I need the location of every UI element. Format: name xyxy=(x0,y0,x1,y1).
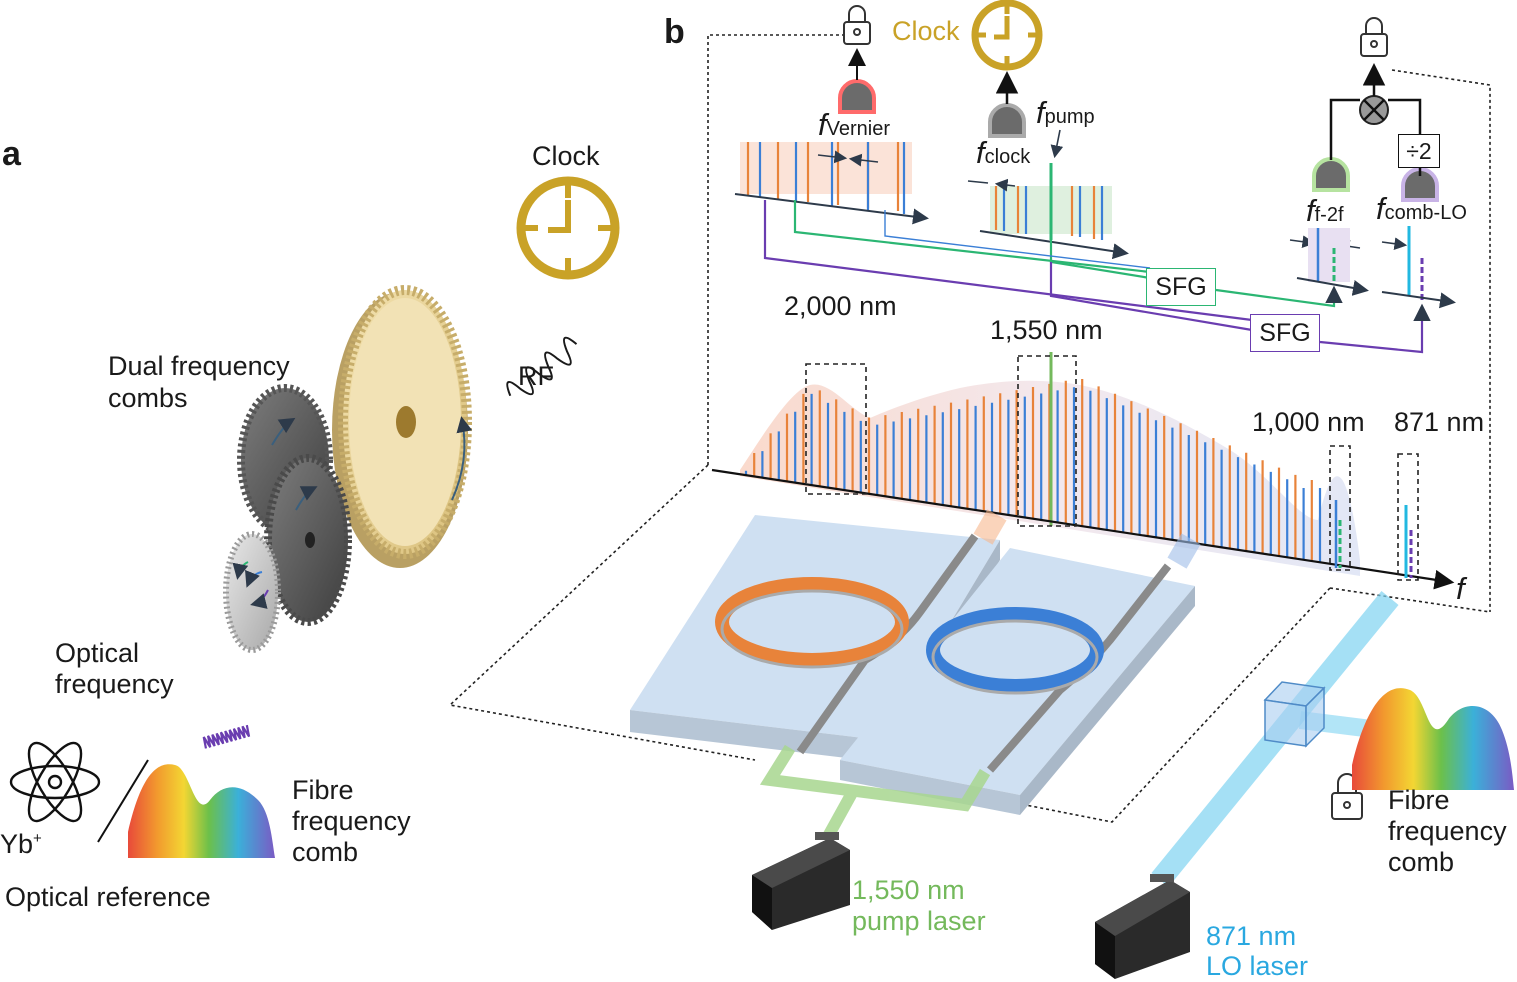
f-pump-label: fpump xyxy=(1036,95,1095,130)
spectrum-icon xyxy=(128,764,275,858)
fibre-comb-label-1: Fibre xyxy=(292,775,354,805)
dark-gear-icon xyxy=(264,454,352,626)
optical-wave xyxy=(202,724,251,749)
dual-combs-label-2: combs xyxy=(108,383,188,413)
lo-laser-label-1: 871 nm xyxy=(1206,921,1297,951)
laser-box-icon xyxy=(1095,874,1190,979)
comb-window-f2f xyxy=(1296,228,1369,296)
clock-icon xyxy=(971,0,1043,71)
spectrum-icon xyxy=(1352,688,1514,790)
atom-icon xyxy=(9,741,101,823)
chip-right xyxy=(840,533,1201,815)
photodetector-icon xyxy=(1312,157,1350,192)
clock-label: Clock xyxy=(532,141,600,171)
sfg-box-green: SFG xyxy=(1146,268,1216,306)
main-spectrum xyxy=(711,352,1455,590)
wavelength-1000-label: 1,000 nm xyxy=(1252,407,1365,437)
lo-laser-label-2: LO laser xyxy=(1206,951,1309,981)
rf-label: RF xyxy=(518,361,554,391)
pump-laser-label-2: pump laser xyxy=(852,906,986,936)
optical-reference-label: Optical reference xyxy=(5,882,211,912)
pump-laser-label-1: 1,550 nm xyxy=(852,875,965,905)
wavelength-2000-label: 2,000 nm xyxy=(784,291,897,321)
fibre-comb-b-label-1: Fibre xyxy=(1388,785,1450,815)
ion-label: Yb+ xyxy=(0,829,42,859)
photodetector-icon xyxy=(838,48,876,114)
optical-frequency-label-1: Optical xyxy=(55,638,140,668)
dual-combs-label-1: Dual frequency xyxy=(108,351,290,381)
padlock-icon xyxy=(1331,773,1363,820)
divide-by-two-box: ÷2 xyxy=(1398,134,1440,168)
photodetector-icon xyxy=(988,71,1026,138)
rf-wave xyxy=(506,336,578,397)
sfg-box-purple: SFG xyxy=(1250,314,1320,352)
panel-b-label: b xyxy=(664,13,685,51)
f-comblo-label: fcomb-LO xyxy=(1376,191,1467,226)
gold-gear-icon xyxy=(332,285,473,568)
f-f2f-label: ff-2f xyxy=(1306,193,1344,228)
f-vernier-label: fVernier xyxy=(818,107,890,142)
fibre-comb-label-2: frequency xyxy=(292,806,411,836)
photodetector-icon xyxy=(1401,167,1439,202)
comb-window-lo xyxy=(1381,226,1456,309)
padlock-icon xyxy=(843,5,871,45)
small-gear-icon xyxy=(223,531,281,653)
wavelength-1550-label: 1,550 nm xyxy=(990,315,1103,345)
padlock-icon xyxy=(1360,17,1388,57)
comb-window-vernier xyxy=(734,142,929,225)
beamsplitter-cube-icon xyxy=(1263,681,1326,748)
optical-frequency-label-2: frequency xyxy=(55,669,174,699)
clock-b-label: Clock xyxy=(892,16,960,46)
frequency-axis-label: f xyxy=(1456,571,1465,606)
panel-a-label: a xyxy=(2,135,21,173)
fibre-comb-label-3: comb xyxy=(292,837,359,867)
comb-window-clock xyxy=(979,129,1129,260)
f-clock-label: fclock xyxy=(976,135,1031,170)
laser-box-icon xyxy=(752,832,850,930)
fibre-comb-b-label-3: comb xyxy=(1388,847,1455,877)
clock-icon xyxy=(516,176,620,280)
fibre-comb-b-label-2: frequency xyxy=(1388,816,1507,846)
wavelength-871-label: 871 nm xyxy=(1394,407,1485,437)
